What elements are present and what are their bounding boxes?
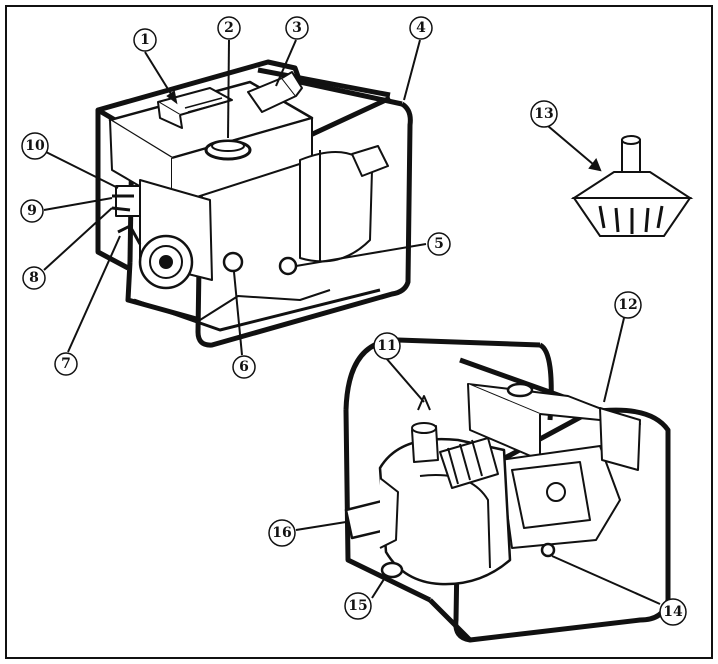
- air-cleaner: [157, 87, 233, 116]
- callout-circle-3: [285, 16, 309, 40]
- leader-lines: [43, 39, 661, 605]
- callout-3: 3: [292, 20, 302, 36]
- callout-circle-15: [344, 592, 372, 620]
- pump-rear-view: [95, 59, 413, 348]
- callout-15: 15: [348, 598, 367, 614]
- callout-11: 11: [377, 338, 396, 354]
- callout-6: 6: [239, 359, 249, 375]
- callout-circle-11: [373, 332, 401, 360]
- callout-5: 5: [434, 236, 444, 252]
- callout-circle-5: [427, 232, 451, 256]
- callout-13: 13: [534, 106, 553, 122]
- callout-circle-16: [268, 519, 296, 547]
- callout-circle-6: [232, 355, 256, 379]
- callout-circle-8: [22, 266, 46, 290]
- callout-16: 16: [272, 525, 291, 541]
- callout-circle-12: [614, 291, 642, 319]
- callout-2: 2: [224, 20, 234, 36]
- pump-drain-plug-front: [380, 561, 404, 579]
- throttle-lever: [117, 224, 142, 245]
- callout-1: 1: [140, 32, 150, 48]
- pump-drain-plug: [278, 256, 298, 276]
- callout-4: 4: [416, 20, 426, 36]
- carburetor: [115, 185, 141, 217]
- fuel-cap-front: [506, 382, 534, 398]
- suction-port: [351, 145, 389, 177]
- callout-circle-2: [217, 16, 241, 40]
- callout-circle-14: [659, 598, 687, 626]
- callout-circle-4: [409, 16, 433, 40]
- strainer: [570, 135, 694, 237]
- callout-8: 8: [29, 270, 39, 286]
- callout-circle-9: [20, 199, 44, 223]
- callout-circle-13: [530, 100, 558, 128]
- diagram-border: [5, 5, 713, 659]
- callout-7: 7: [61, 356, 71, 372]
- callout-circle-1: [133, 28, 157, 52]
- callout-12: 12: [618, 297, 637, 313]
- fuel-valve: [111, 194, 134, 212]
- callout-10: 10: [25, 138, 45, 154]
- callout-labels: [20, 16, 687, 626]
- pump-front-view: [343, 337, 671, 643]
- muffler: [599, 407, 641, 471]
- base-skid: [133, 288, 381, 332]
- callout-circle-7: [54, 352, 78, 376]
- callout-numbers: 1 2 3 4 5 6 7 8 9 10 11 12 13 14 15 16: [25, 20, 683, 620]
- engine-oil-drain-plug: [540, 542, 556, 558]
- callout-circle-10: [21, 132, 49, 160]
- callout-14: 14: [663, 604, 683, 620]
- oil-filler-cap: [222, 251, 244, 273]
- callout-9: 9: [27, 203, 37, 219]
